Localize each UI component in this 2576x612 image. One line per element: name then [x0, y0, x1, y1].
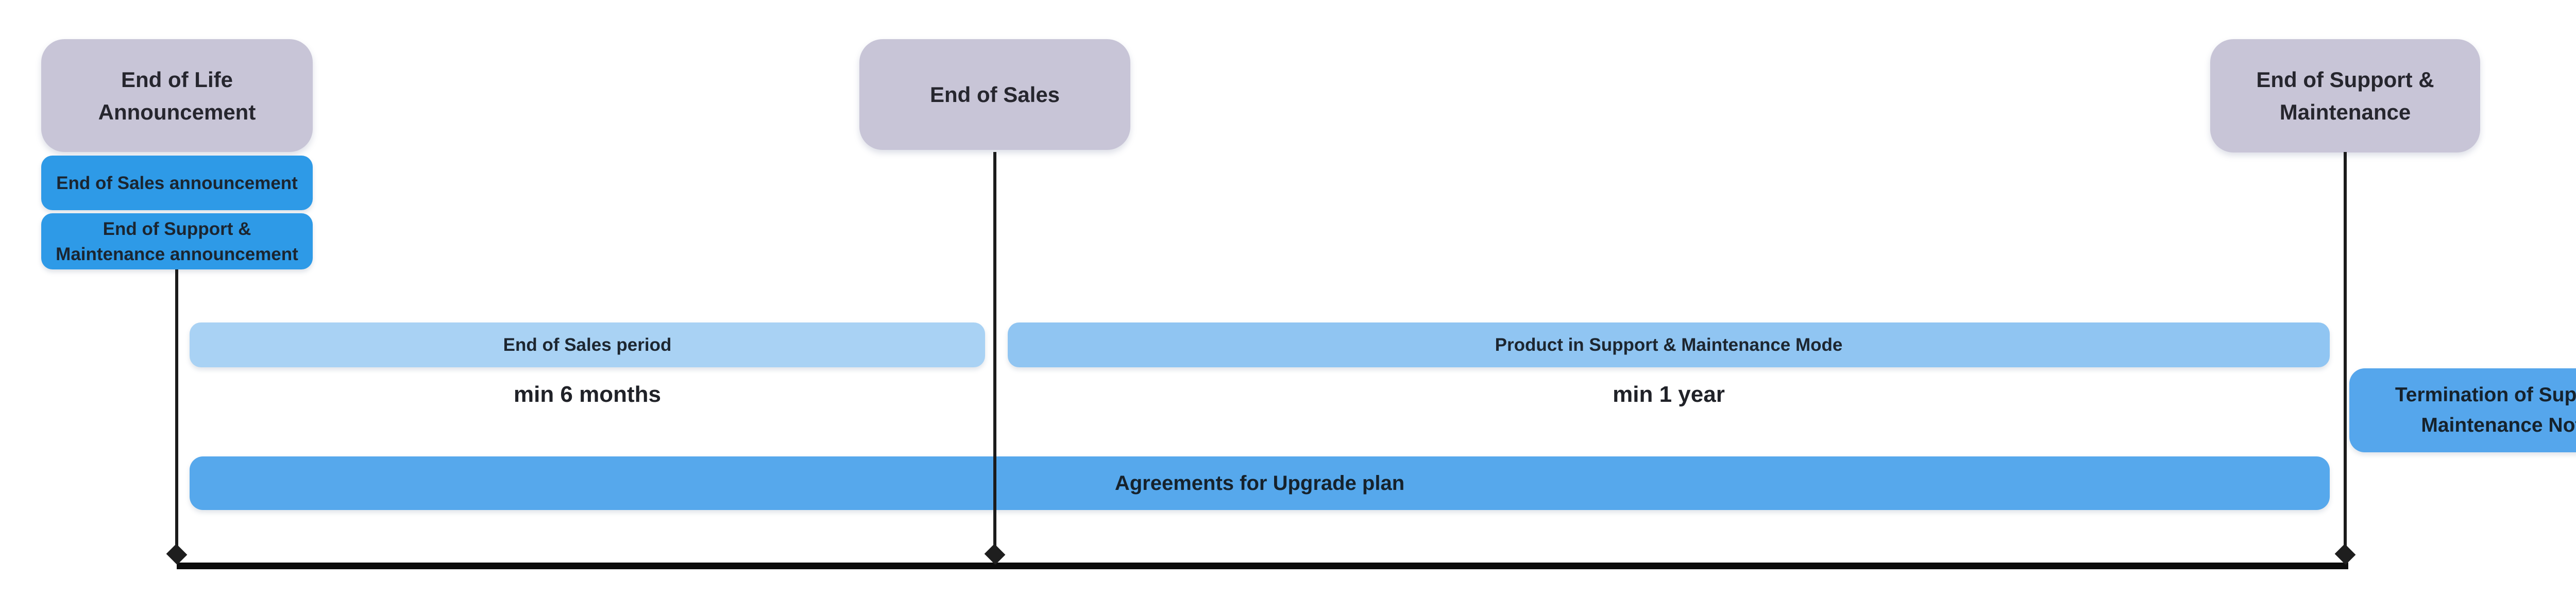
- timeline-diamond-end-of-sales: [984, 543, 1006, 565]
- phase-support-maintenance-mode-label: Product in Support & Maintenance Mode: [1495, 334, 1843, 355]
- notice-termination-label: Termination of Support & Maintenance Not…: [2395, 384, 2576, 436]
- duration-min-6-months-text: min 6 months: [513, 382, 662, 407]
- milestone-end-of-support-label: End of Support & Maintenance: [2256, 67, 2434, 124]
- timeline-diamond-end-of-support: [2334, 543, 2356, 565]
- agreement-upgrade-plan-label: Agreements for Upgrade plan: [1114, 471, 1405, 495]
- announcement-box-end-of-support-maintenance: End of Support & Maintenance announcemen…: [41, 213, 313, 269]
- timeline-axis: [177, 563, 2348, 569]
- milestone-box-end-of-sales: End of Sales: [859, 39, 1130, 150]
- announcement-end-of-support-label: End of Support & Maintenance announcemen…: [56, 218, 298, 264]
- connector-line-end-of-sales: [993, 152, 996, 556]
- agreement-bar-upgrade-plan: Agreements for Upgrade plan: [190, 456, 2330, 510]
- notice-box-termination-support-maintenance: Termination of Support & Maintenance Not…: [2349, 368, 2576, 452]
- phase-bar-end-of-sales-period: End of Sales period: [190, 322, 985, 367]
- phase-bar-support-maintenance-mode: Product in Support & Maintenance Mode: [1008, 322, 2330, 367]
- connector-line-end-of-support: [2344, 152, 2347, 556]
- milestone-end-of-life-label: End of Life Announcement: [98, 67, 256, 124]
- announcement-end-of-sales-label: End of Sales announcement: [56, 173, 298, 193]
- milestone-box-end-of-support-maintenance: End of Support & Maintenance: [2210, 39, 2480, 152]
- milestone-box-end-of-life-announcement: End of Life Announcement: [41, 39, 313, 152]
- phase-end-of-sales-period-label: End of Sales period: [503, 334, 672, 355]
- connector-line-end-of-life: [175, 269, 178, 556]
- announcement-box-end-of-sales: End of Sales announcement: [41, 156, 313, 210]
- duration-min-1-year-text: min 1 year: [1613, 382, 1725, 407]
- duration-label-min-6-months: min 6 months: [190, 381, 985, 408]
- duration-label-min-1-year: min 1 year: [1008, 381, 2330, 408]
- milestone-end-of-sales-label: End of Sales: [929, 82, 1060, 107]
- timeline-diamond-end-of-life: [166, 543, 188, 565]
